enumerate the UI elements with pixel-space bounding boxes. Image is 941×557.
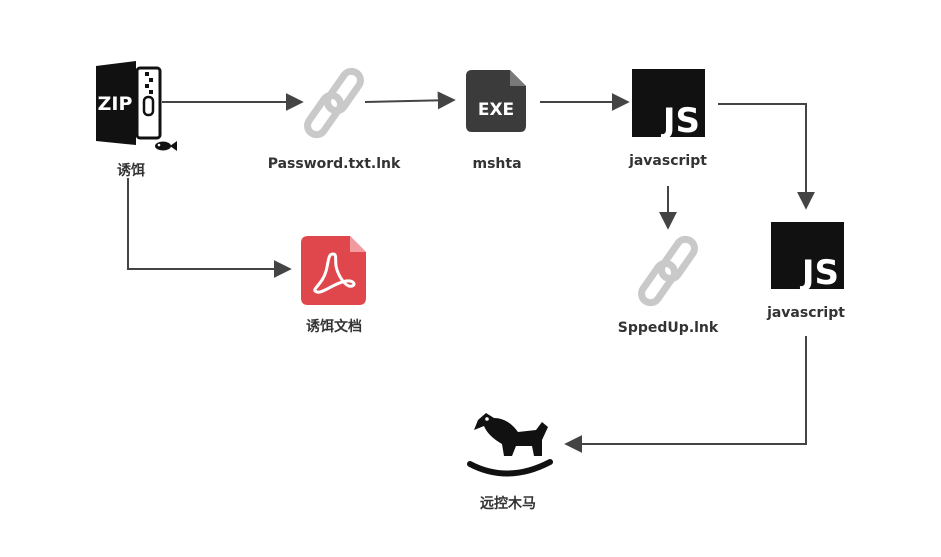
link-loop [304,91,344,139]
rocking-horse-icon [467,413,553,477]
link-loop [638,259,678,307]
zip-file-icon: ZIP [96,61,177,151]
link-loop [324,67,364,115]
js-icon-text: JS [661,101,700,141]
link-icon [304,67,364,139]
edges [127,91,815,453]
javascript-icon: JS [771,222,844,293]
link-loop [658,235,698,283]
mshta-label: mshta [472,156,522,172]
pdf-file-icon [301,236,366,305]
exe-file-icon: EXE [466,70,526,132]
js1-label: javascript [629,153,707,169]
lnk1-label: Password.txt.lnk [267,156,401,172]
js-icon-text: JS [800,253,839,293]
zip-icon-text: ZIP [98,93,133,115]
edge-js1-to-js2 [718,103,815,210]
edge-zip-to-pdf [127,178,292,278]
javascript-icon: JS [632,69,705,141]
exe-icon-text: EXE [478,100,514,120]
edge-js2-to-rat [564,336,807,453]
link-icon [638,235,698,307]
lnk2-label: SppedUp.lnk [617,320,719,336]
rat-label: 远控木马 [480,496,536,512]
edge-lnk1-to-mshta [364,91,456,110]
js2-label: javascript [767,305,845,321]
pdf-label: 诱饵文档 [306,319,362,335]
zip-label: 诱饵 [117,163,145,179]
